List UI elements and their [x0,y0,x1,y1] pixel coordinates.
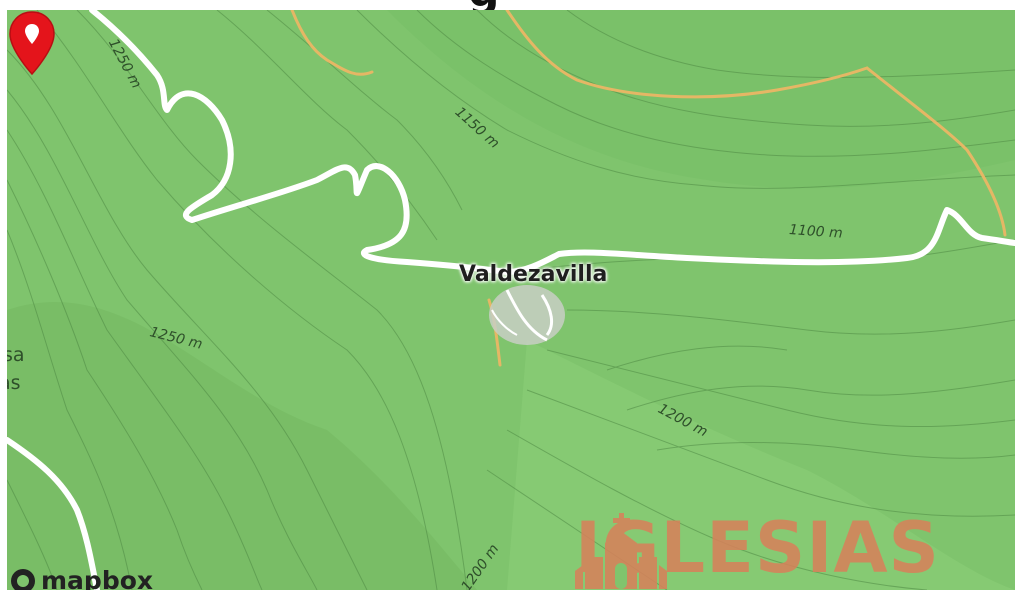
main-road [89,10,1015,275]
mapbox-logo-text: mapbox [41,566,154,590]
edge-label: sa [7,344,25,366]
map-pin-icon[interactable] [7,10,57,76]
mapbox-logo[interactable]: mapbox [11,566,153,590]
mapbox-icon [11,568,35,590]
roads [7,10,1015,590]
track-path [290,10,374,76]
map-view[interactable]: 1250 m 1150 m 1100 m 1250 m 1200 m 1200 … [7,10,1015,590]
place-label: Valdezavilla [459,262,608,287]
church-icon [575,513,667,589]
terrain-shade [7,301,477,590]
contour-lines [7,10,1015,590]
edge-label: as [7,372,21,394]
side-road [7,437,100,590]
watermark: IGLESIAS [575,513,940,589]
track-path [505,10,1007,237]
village-area [489,285,565,345]
terrain-shade [507,340,1015,590]
map-terrain [7,10,1015,590]
